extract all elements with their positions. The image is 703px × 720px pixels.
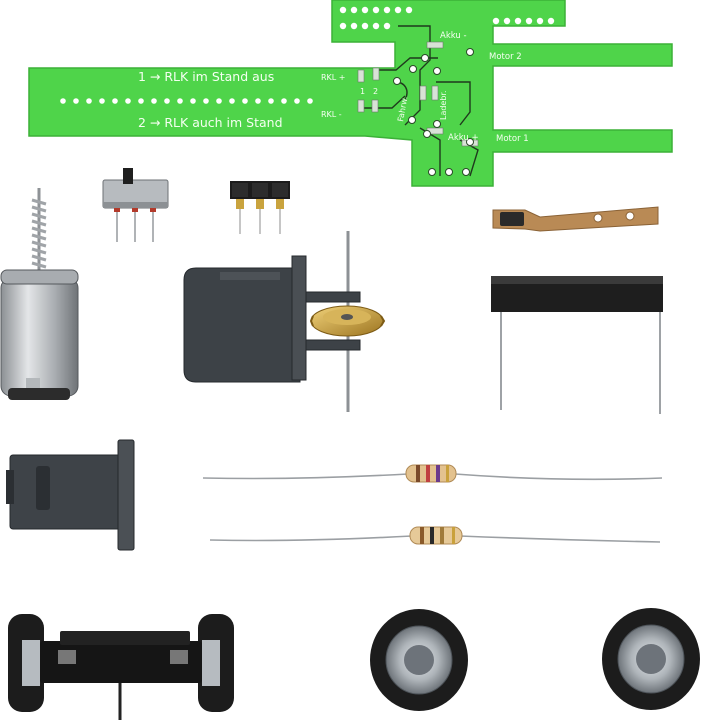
motor	[0, 188, 79, 400]
pcb-label-one: 1	[360, 87, 365, 96]
contact-spring	[492, 206, 659, 232]
top-pad-row	[339, 6, 555, 30]
pcb-label-rkl-minus: RKL -	[321, 110, 342, 119]
pcb-label-akku-plus: Akku +	[448, 133, 479, 143]
pcb-label-two: 2	[373, 87, 378, 96]
pcb-label-motor2: Motor 2	[489, 52, 522, 62]
pin-header	[230, 181, 290, 234]
pcb-label-rkl-plus: RKL +	[321, 73, 346, 82]
wheel-left	[370, 609, 468, 711]
pcb-label-line1: 1 → RLK im Stand aus	[138, 69, 274, 84]
brass-gear	[309, 305, 386, 337]
gearbox	[183, 231, 386, 412]
axle-assembly	[8, 614, 234, 720]
pcb-label-ladebr: Ladebr.	[439, 90, 448, 120]
pcb-label-motor1: Motor 1	[496, 134, 529, 144]
pcb-label-fahrw: Fahrw.	[396, 96, 409, 123]
resistor-block	[491, 276, 663, 414]
board-vias	[393, 48, 474, 176]
breakaway-holes	[60, 98, 313, 104]
circuit-board: 1 → RLK im Stand aus 2 → RLK auch im Sta…	[28, 0, 673, 187]
wheel-right	[602, 608, 700, 710]
slide-switch	[102, 168, 169, 242]
mounting-bracket	[6, 439, 135, 551]
resistor-2	[209, 526, 661, 545]
pcb-label-line2: 2 → RLK auch im Stand	[138, 115, 283, 130]
resistor-1	[202, 464, 663, 483]
pcb-label-akku-minus: Akku -	[440, 31, 467, 41]
